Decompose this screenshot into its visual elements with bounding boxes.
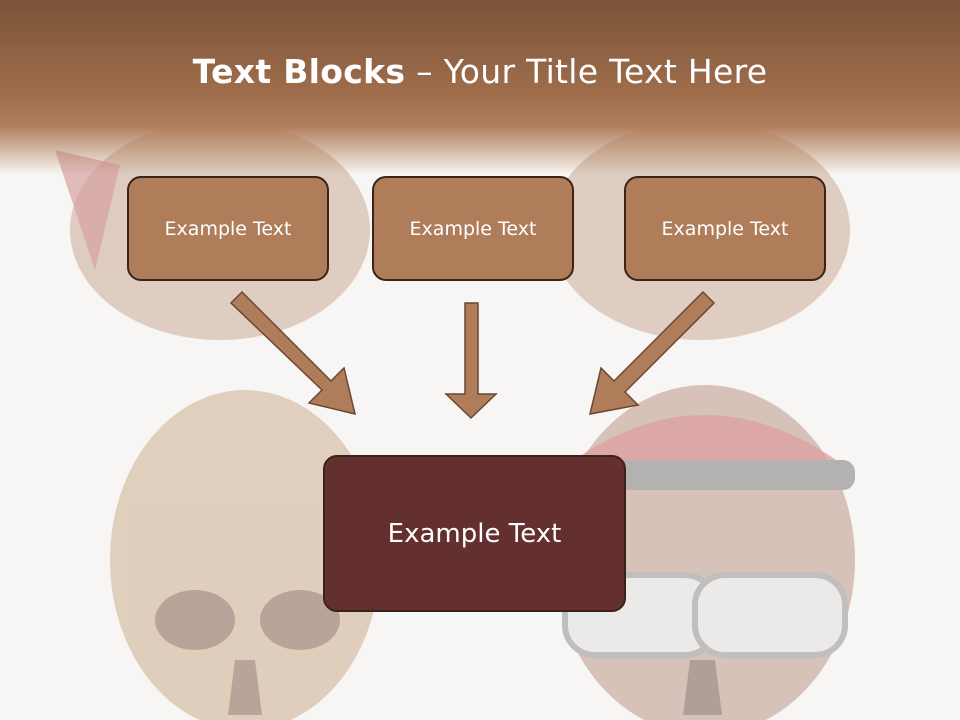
- slide-title: Text Blocks – Your Title Text Here: [0, 52, 960, 91]
- arrow-left: [229, 290, 357, 416]
- main-text-block[interactable]: Example Text: [323, 455, 626, 612]
- title-dash: –: [405, 52, 444, 91]
- text-block-3[interactable]: Example Text: [624, 176, 826, 281]
- title-rest: Your Title Text Here: [443, 52, 768, 91]
- title-bold: Text Blocks: [192, 52, 406, 91]
- text-block-2[interactable]: Example Text: [372, 176, 574, 281]
- arrow-right: [589, 290, 716, 415]
- arrow-center: [444, 302, 498, 420]
- title-header-band: [0, 0, 960, 175]
- text-block-1[interactable]: Example Text: [127, 176, 329, 281]
